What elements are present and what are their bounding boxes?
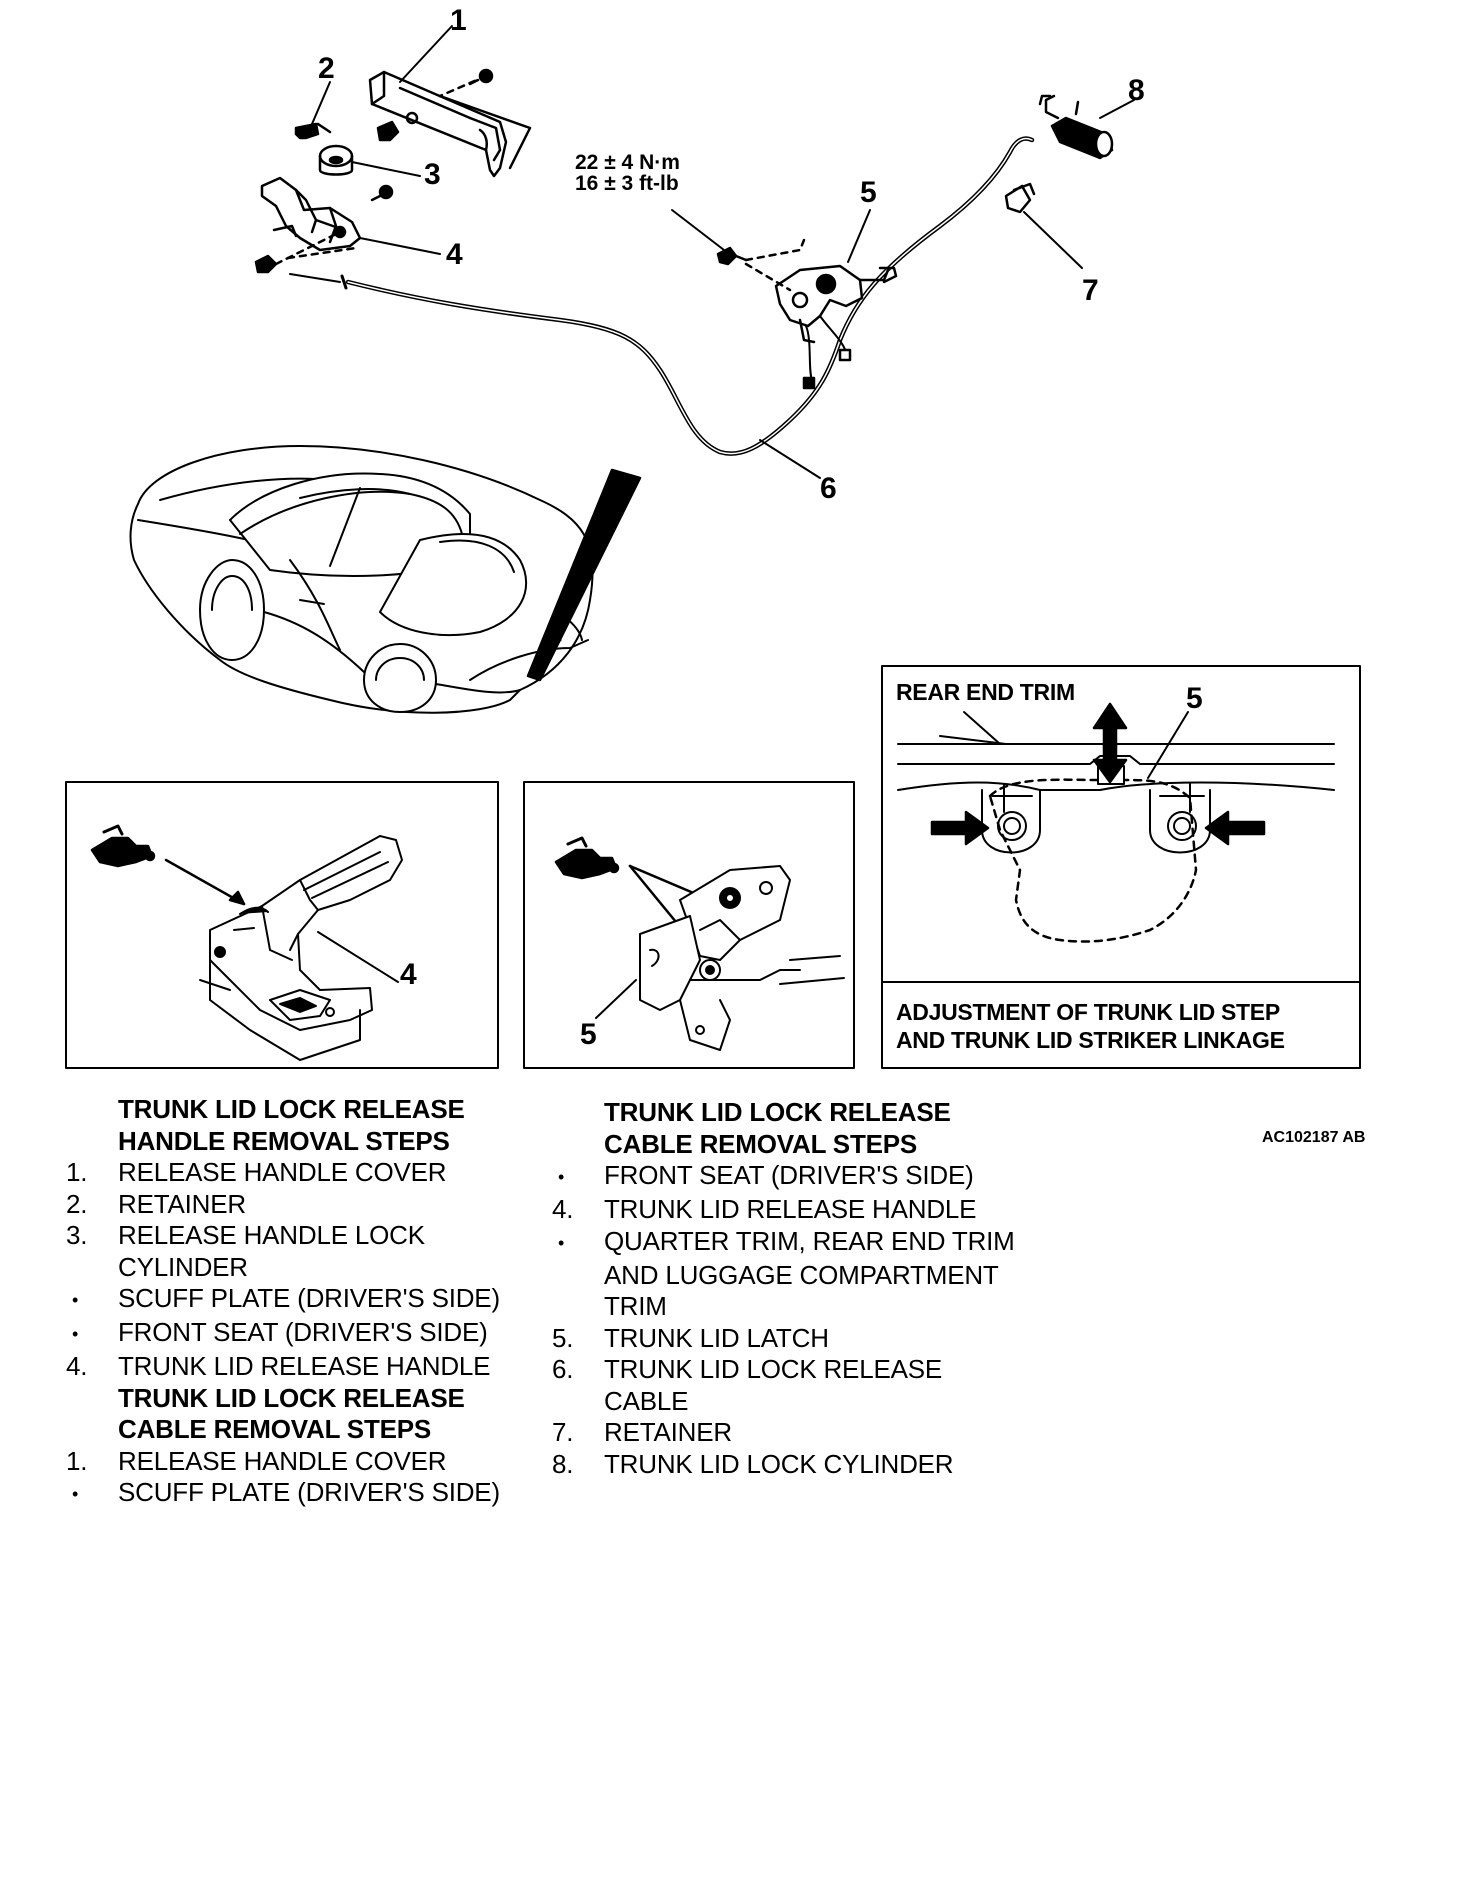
dashed-leader xyxy=(438,94,532,170)
rear-end-trim-label: REAR END TRIM xyxy=(896,679,1075,705)
bolt-part5 xyxy=(716,246,748,266)
torque-leader xyxy=(671,209,725,251)
vertical-adjust-arrow xyxy=(1092,702,1128,784)
release-cable-part6 xyxy=(289,136,1035,456)
arrow-grease-p1 xyxy=(164,858,246,906)
leader-panel3-5 xyxy=(1147,711,1189,779)
leader-line-7 xyxy=(1023,211,1083,269)
list-item: 4.TRUNK LID RELEASE HANDLE xyxy=(552,1194,977,1224)
location-pointer xyxy=(526,468,642,682)
list-item: 6.TRUNK LID LOCK RELEASE xyxy=(552,1354,943,1384)
reference-code: AC102187 AB xyxy=(1262,1129,1366,1146)
leader-line-5 xyxy=(847,209,871,263)
grease-icon xyxy=(554,836,620,880)
list-item: 8.TRUNK LID LOCK CYLINDER xyxy=(552,1448,954,1479)
callout-5: 5 xyxy=(860,176,877,209)
horizontal-adjust-arrow-right xyxy=(1204,810,1266,846)
torque-metric: 22 ± 4 N·m xyxy=(575,151,680,174)
leader-line-4 xyxy=(359,237,441,255)
release-handle-part4 xyxy=(260,176,362,252)
car-illustration xyxy=(129,445,594,714)
right-heading-line1: TRUNK LID LOCK RELEASE xyxy=(604,1097,951,1127)
callout-8: 8 xyxy=(1128,74,1145,107)
callout-2: 2 xyxy=(318,52,335,85)
left-heading-2-line1: TRUNK LID LOCK RELEASE xyxy=(118,1382,465,1413)
callout-1: 1 xyxy=(450,4,467,37)
list-item: TRIM xyxy=(604,1291,667,1321)
list-item: •FRONT SEAT (DRIVER'S SIDE) xyxy=(558,1160,974,1190)
list-item: 1.RELEASE HANDLE COVER xyxy=(66,1445,447,1476)
left-heading-1-line2: HANDLE REMOVAL STEPS xyxy=(118,1125,450,1156)
clip-part4 xyxy=(254,254,278,274)
retainer-part7 xyxy=(1004,182,1036,214)
list-item: 5.TRUNK LID LATCH xyxy=(552,1322,829,1353)
retainer-part2 xyxy=(294,122,332,140)
latch-panel2 xyxy=(639,865,845,1051)
callout-6: 6 xyxy=(820,472,837,505)
arrow-grease-p2 xyxy=(628,864,678,924)
callout-4: 4 xyxy=(446,238,463,271)
right-steps-column: TRUNK LID LOCK RELEASE CABLE REMOVAL STE… xyxy=(552,1097,1072,1480)
leader-line-2 xyxy=(311,81,331,125)
left-steps-column: TRUNK LID LOCK RELEASE HANDLE REMOVAL ST… xyxy=(66,1094,556,1511)
dashed-leader xyxy=(438,74,488,98)
leader-rear-end-trim xyxy=(963,711,1001,745)
panel2-callout-5: 5 xyxy=(580,1018,597,1051)
list-item: 4.TRUNK LID RELEASE HANDLE xyxy=(66,1351,491,1381)
horizontal-adjust-arrow-left xyxy=(930,810,990,846)
list-item: •FRONT SEAT (DRIVER'S SIDE) xyxy=(72,1317,488,1347)
leader-panel2-5 xyxy=(595,979,637,1019)
screw-part3 xyxy=(370,184,394,202)
left-heading-2-line2: CABLE REMOVAL STEPS xyxy=(118,1414,432,1444)
leader-line-6 xyxy=(759,439,821,479)
release-handle-panel1 xyxy=(199,835,403,1061)
panel3-callout-5: 5 xyxy=(1186,682,1203,715)
dashed-leader xyxy=(744,262,792,292)
list-item: •SCUFF PLATE (DRIVER'S SIDE) xyxy=(72,1477,500,1507)
panel1-callout-4: 4 xyxy=(400,958,417,991)
leader-panel1-4 xyxy=(317,931,399,983)
grease-icon xyxy=(90,824,156,868)
list-item: •SCUFF PLATE (DRIVER'S SIDE) xyxy=(72,1283,500,1313)
panel-2-frame xyxy=(523,781,855,1069)
trunk-lock-cylinder-part8 xyxy=(1038,94,1114,160)
trunk-lid-latch-part5 xyxy=(774,264,898,390)
panel-3-frame xyxy=(881,665,1361,1069)
panel-1-frame xyxy=(65,781,499,1069)
dashed-leader xyxy=(744,238,806,262)
leader-line-8 xyxy=(1099,99,1135,119)
right-heading-line2: CABLE REMOVAL STEPS xyxy=(604,1128,918,1159)
list-item: •QUARTER TRIM, REAR END TRIM xyxy=(558,1225,1015,1256)
list-item: 7.RETAINER xyxy=(552,1417,732,1447)
list-item: 3.RELEASE HANDLE LOCK xyxy=(66,1220,425,1250)
callout-7: 7 xyxy=(1082,274,1099,307)
panel3-caption: ADJUSTMENT OF TRUNK LID STEP AND TRUNK L… xyxy=(896,998,1285,1054)
leader-line-3 xyxy=(351,161,421,177)
striker-outline xyxy=(988,768,1198,943)
dashed-leader xyxy=(286,246,358,260)
list-item: 1.RELEASE HANDLE COVER xyxy=(66,1157,447,1187)
left-heading-1-line1: TRUNK LID LOCK RELEASE xyxy=(118,1094,465,1124)
panel3-caption-line2: AND TRUNK LID STRIKER LINKAGE xyxy=(896,1027,1285,1053)
dashed-leader xyxy=(274,230,342,266)
list-item: CYLINDER xyxy=(118,1251,248,1282)
lock-cylinder-part3 xyxy=(318,144,354,176)
list-item: AND LUGGAGE COMPARTMENT xyxy=(604,1259,999,1290)
torque-imperial: 16 ± 3 ft-lb xyxy=(575,172,679,195)
clip-nut xyxy=(376,111,419,142)
leader-line-1 xyxy=(399,25,453,83)
arrowhead xyxy=(228,890,246,906)
callout-3: 3 xyxy=(424,158,441,191)
list-item: 2.RETAINER xyxy=(66,1188,246,1219)
panel3-caption-line1: ADJUSTMENT OF TRUNK LID STEP xyxy=(896,999,1280,1025)
torque-spec: 22 ± 4 N·m 16 ± 3 ft-lb xyxy=(575,152,680,194)
list-item: CABLE xyxy=(604,1385,689,1416)
